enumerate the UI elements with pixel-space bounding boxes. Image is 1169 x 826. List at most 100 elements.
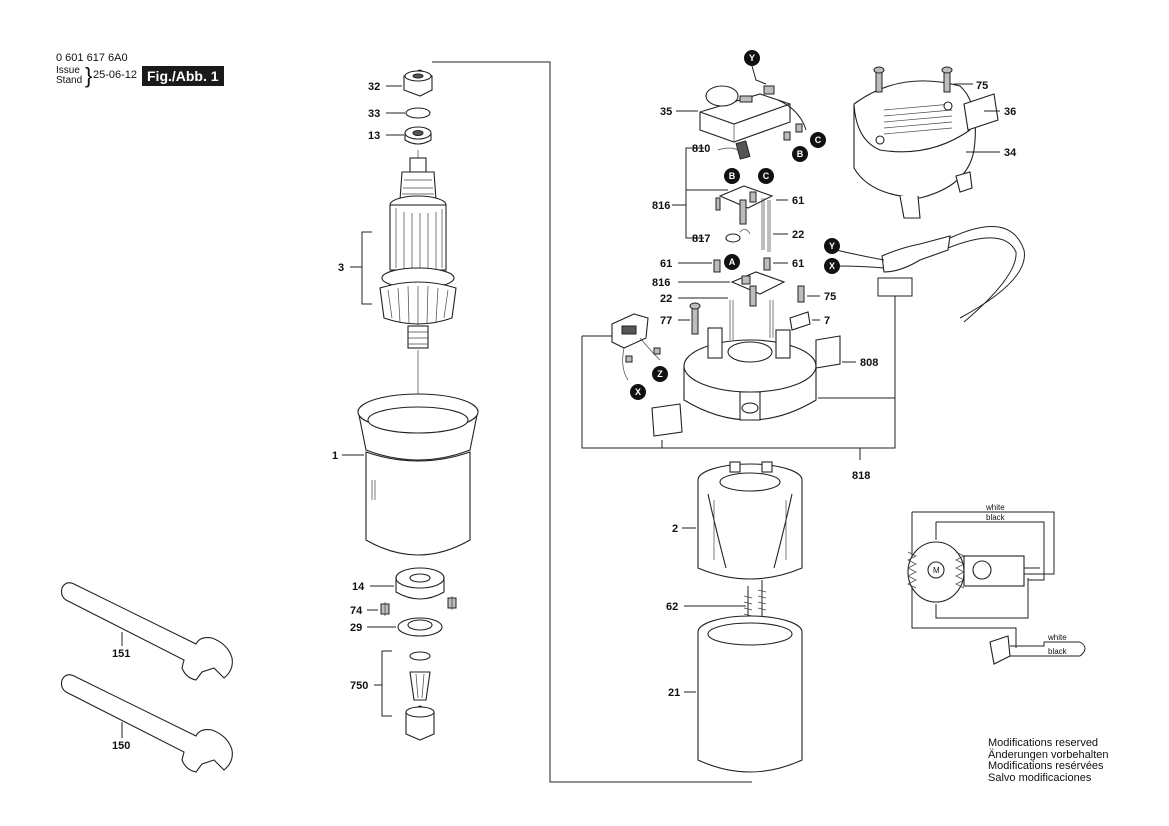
part-810-brush xyxy=(717,140,751,160)
part-32-nut xyxy=(403,69,433,97)
marker-b-top: B xyxy=(792,146,808,162)
label-1: 1 xyxy=(332,450,338,462)
modifications-line-fr: Modifications resérvées xyxy=(988,760,1104,772)
part-151-wrench xyxy=(60,582,233,681)
brace-glyph: } xyxy=(85,63,93,88)
marker-c-top: C xyxy=(810,132,826,148)
part-77-screw xyxy=(689,302,701,335)
part-75-screws-top xyxy=(873,66,953,93)
part-33-ring xyxy=(405,107,431,119)
part-1-housing xyxy=(357,393,479,556)
label-3: 3 xyxy=(338,262,344,274)
part-150-wrench xyxy=(60,674,233,773)
label-816-upper: 816 xyxy=(652,200,670,212)
label-816-lower: 816 xyxy=(652,277,670,289)
label-75-top: 75 xyxy=(976,80,988,92)
part-14-bearing xyxy=(395,567,445,600)
svg-text:C: C xyxy=(815,135,822,145)
wiring-schematic xyxy=(907,511,1086,665)
modifications-line-de: Änderungen vorbehalten xyxy=(988,748,1109,761)
marker-y-top: Y xyxy=(744,50,760,66)
document-code: 0 601 617 6A0 xyxy=(56,52,128,64)
svg-text:Y: Y xyxy=(749,53,755,63)
part-817-washer xyxy=(725,229,751,243)
label-61-left: 61 xyxy=(660,258,672,270)
marker-z: Z xyxy=(652,366,668,382)
svg-text:C: C xyxy=(763,171,770,181)
svg-text:A: A xyxy=(729,257,736,267)
modifications-line-es: Salvo modificaciones xyxy=(988,771,1092,784)
part-816-holder-upper xyxy=(715,185,774,225)
stand-label: Stand xyxy=(56,75,83,86)
label-810: 810 xyxy=(692,143,710,155)
label-29: 29 xyxy=(350,622,362,634)
wire-label-white-bottom: white xyxy=(1047,633,1067,642)
label-150: 150 xyxy=(112,740,130,752)
part-808-insulator xyxy=(651,335,841,437)
label-32: 32 xyxy=(368,81,380,93)
modifications-line-en: Modifications reserved xyxy=(988,737,1099,749)
label-13: 13 xyxy=(368,130,380,142)
svg-text:Z: Z xyxy=(657,369,663,379)
part-7-brush xyxy=(789,311,811,331)
part-22-spring-upper xyxy=(761,198,771,252)
label-7: 7 xyxy=(824,315,830,327)
part-22-spring-lower xyxy=(729,300,774,340)
svg-text:B: B xyxy=(729,171,736,181)
label-818: 818 xyxy=(852,470,870,482)
marker-b-mid: B xyxy=(724,168,740,184)
part-74-screws xyxy=(380,596,457,616)
switch-module xyxy=(611,313,661,381)
part-818-brush-holder-base xyxy=(683,327,817,421)
marker-x-switch: X xyxy=(630,384,646,400)
marker-a: A xyxy=(724,254,740,270)
part-34-end-cap xyxy=(853,80,976,219)
label-22-lower: 22 xyxy=(660,293,672,305)
label-74: 74 xyxy=(350,605,363,617)
part-3-armature xyxy=(379,157,457,349)
label-77: 77 xyxy=(660,315,672,327)
figure-badge: Fig./Abb. 1 xyxy=(142,66,224,86)
svg-text:X: X xyxy=(635,387,641,397)
label-2: 2 xyxy=(672,523,678,535)
label-35: 35 xyxy=(660,106,672,118)
label-61-upper: 61 xyxy=(792,195,804,207)
issue-date: 25-06-12 xyxy=(93,69,138,81)
wire-label-black-bottom: black xyxy=(1048,647,1068,656)
label-151: 151 xyxy=(112,648,130,660)
motor-symbol: M xyxy=(933,566,940,575)
marker-c-mid: C xyxy=(758,168,774,184)
part-35-cover xyxy=(699,85,791,143)
label-808: 808 xyxy=(860,357,878,369)
marker-y-cord: Y xyxy=(824,238,840,254)
label-62: 62 xyxy=(666,601,678,613)
label-817: 817 xyxy=(692,233,710,245)
svg-text:X: X xyxy=(829,261,835,271)
label-22-upper: 22 xyxy=(792,229,804,241)
part-13-bearing xyxy=(404,126,432,145)
part-750-collet xyxy=(405,651,435,741)
marker-x-cord: X xyxy=(824,258,840,274)
document-header: 0 601 617 6A0 Issue Stand } 25-06-12 Fig… xyxy=(56,52,256,92)
label-61-right: 61 xyxy=(792,258,804,270)
label-14: 14 xyxy=(352,581,365,593)
part-75-screw-lower xyxy=(797,285,805,303)
part-36-label xyxy=(963,93,999,131)
part-29-flange xyxy=(397,617,443,637)
assembly-frame-line xyxy=(432,61,752,783)
power-cord xyxy=(835,225,1025,323)
modifications-notice: Modifications reserved Änderungen vorbeh… xyxy=(988,737,1109,784)
issue-label: Issue xyxy=(56,65,80,76)
label-21: 21 xyxy=(668,687,680,699)
label-750: 750 xyxy=(350,680,368,692)
svg-text:Y: Y xyxy=(829,241,835,251)
part-816-holder-lower xyxy=(730,271,786,307)
label-36: 36 xyxy=(1004,106,1016,118)
label-33: 33 xyxy=(368,108,380,120)
label-34: 34 xyxy=(1004,147,1017,159)
part-2-stator xyxy=(697,461,803,580)
label-75-lower: 75 xyxy=(824,291,836,303)
svg-text:B: B xyxy=(797,149,804,159)
part-61-screws xyxy=(713,257,771,273)
